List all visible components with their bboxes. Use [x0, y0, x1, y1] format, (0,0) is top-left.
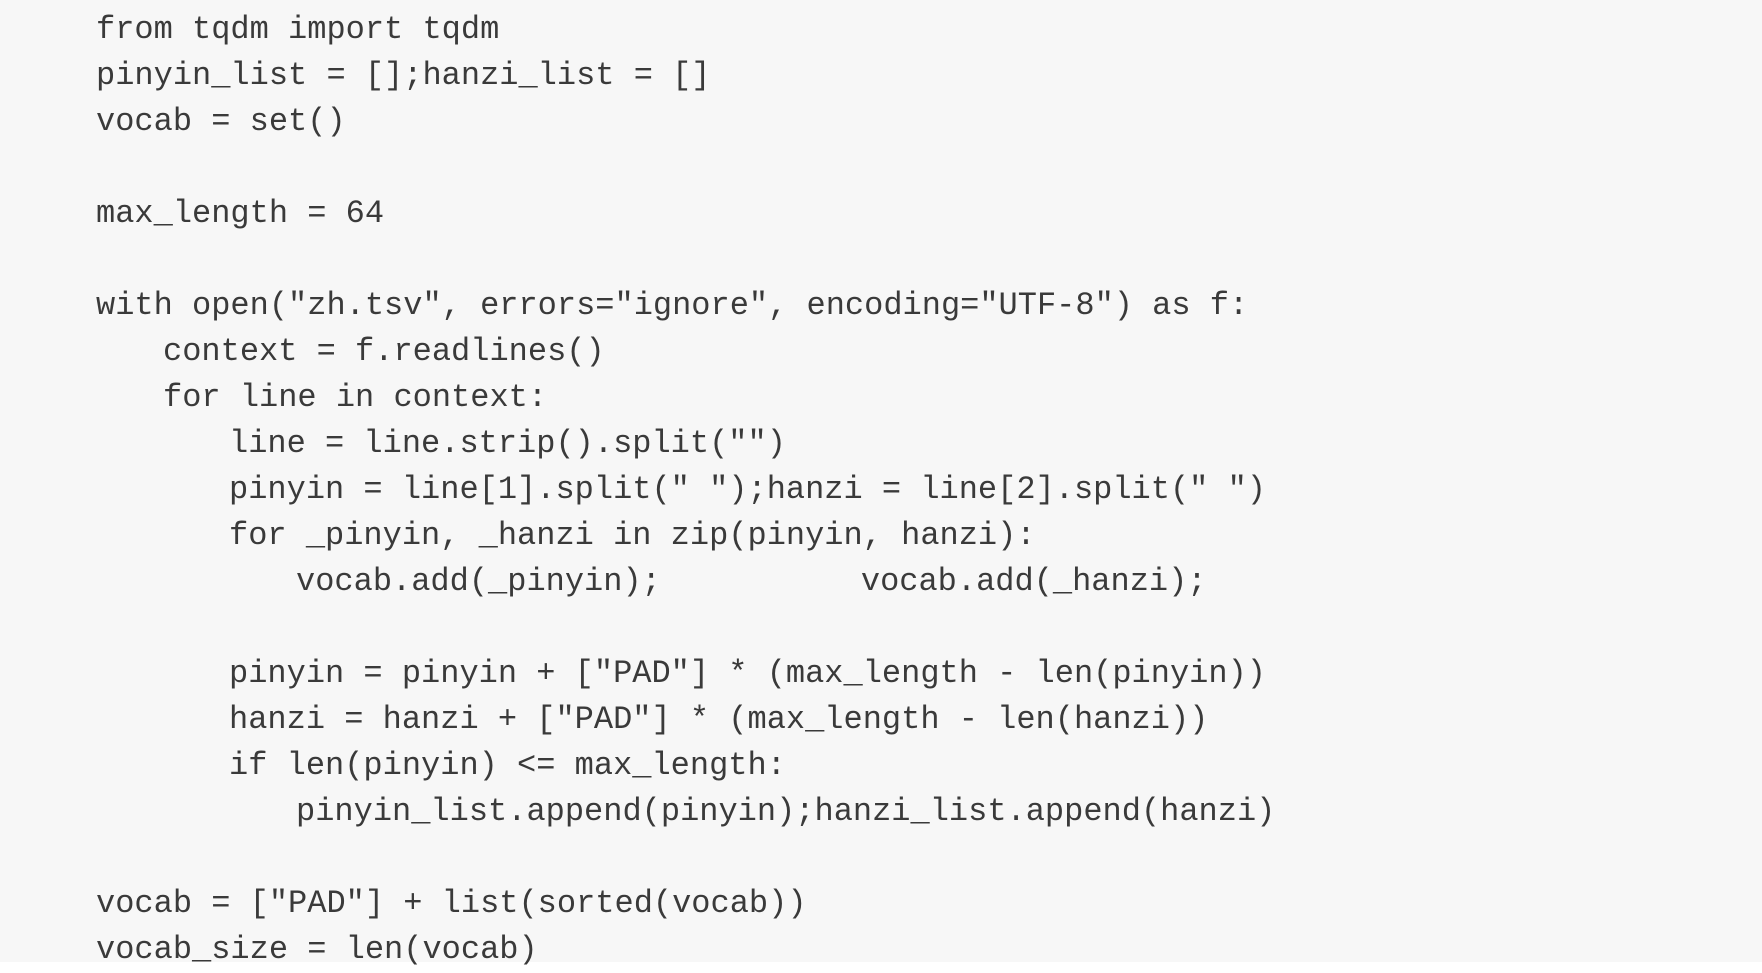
code-line: line = line.strip().split("") [229, 425, 786, 462]
code-line [0, 835, 1762, 881]
code-line: if len(pinyin) <= max_length: [229, 747, 786, 784]
code-line: vocab = ["PAD"] + list(sorted(vocab)) [96, 885, 807, 922]
code-line: context = f.readlines() [163, 333, 605, 370]
code-line: for line in context: [163, 379, 548, 416]
code-line: pinyin_list.append(pinyin);hanzi_list.ap… [296, 793, 1276, 830]
code-line: hanzi = hanzi + ["PAD"] * (max_length - … [229, 701, 1209, 738]
code-line: pinyin = pinyin + ["PAD"] * (max_length … [229, 655, 1266, 692]
code-line [0, 605, 1762, 651]
code-segment: vocab.add(_pinyin); [296, 563, 661, 600]
code-segment: vocab.add(_hanzi); [860, 563, 1207, 600]
code-line: pinyin = line[1].split(" ");hanzi = line… [229, 471, 1266, 508]
code-line [0, 237, 1762, 283]
code-line [0, 145, 1762, 191]
code-line: vocab = set() [96, 103, 346, 140]
code-line: vocab.add(_pinyin); vocab.add(_hanzi); [0, 559, 1762, 605]
code-line: from tqdm import tqdm [96, 11, 500, 48]
code-line: pinyin_list = [];hanzi_list = [] [96, 57, 711, 94]
code-line: for _pinyin, _hanzi in zip(pinyin, hanzi… [229, 517, 1036, 554]
code-line: with open("zh.tsv", errors="ignore", enc… [96, 287, 1249, 324]
code-line: vocab_size = len(vocab) [96, 931, 538, 968]
code-line: max_length = 64 [96, 195, 385, 232]
